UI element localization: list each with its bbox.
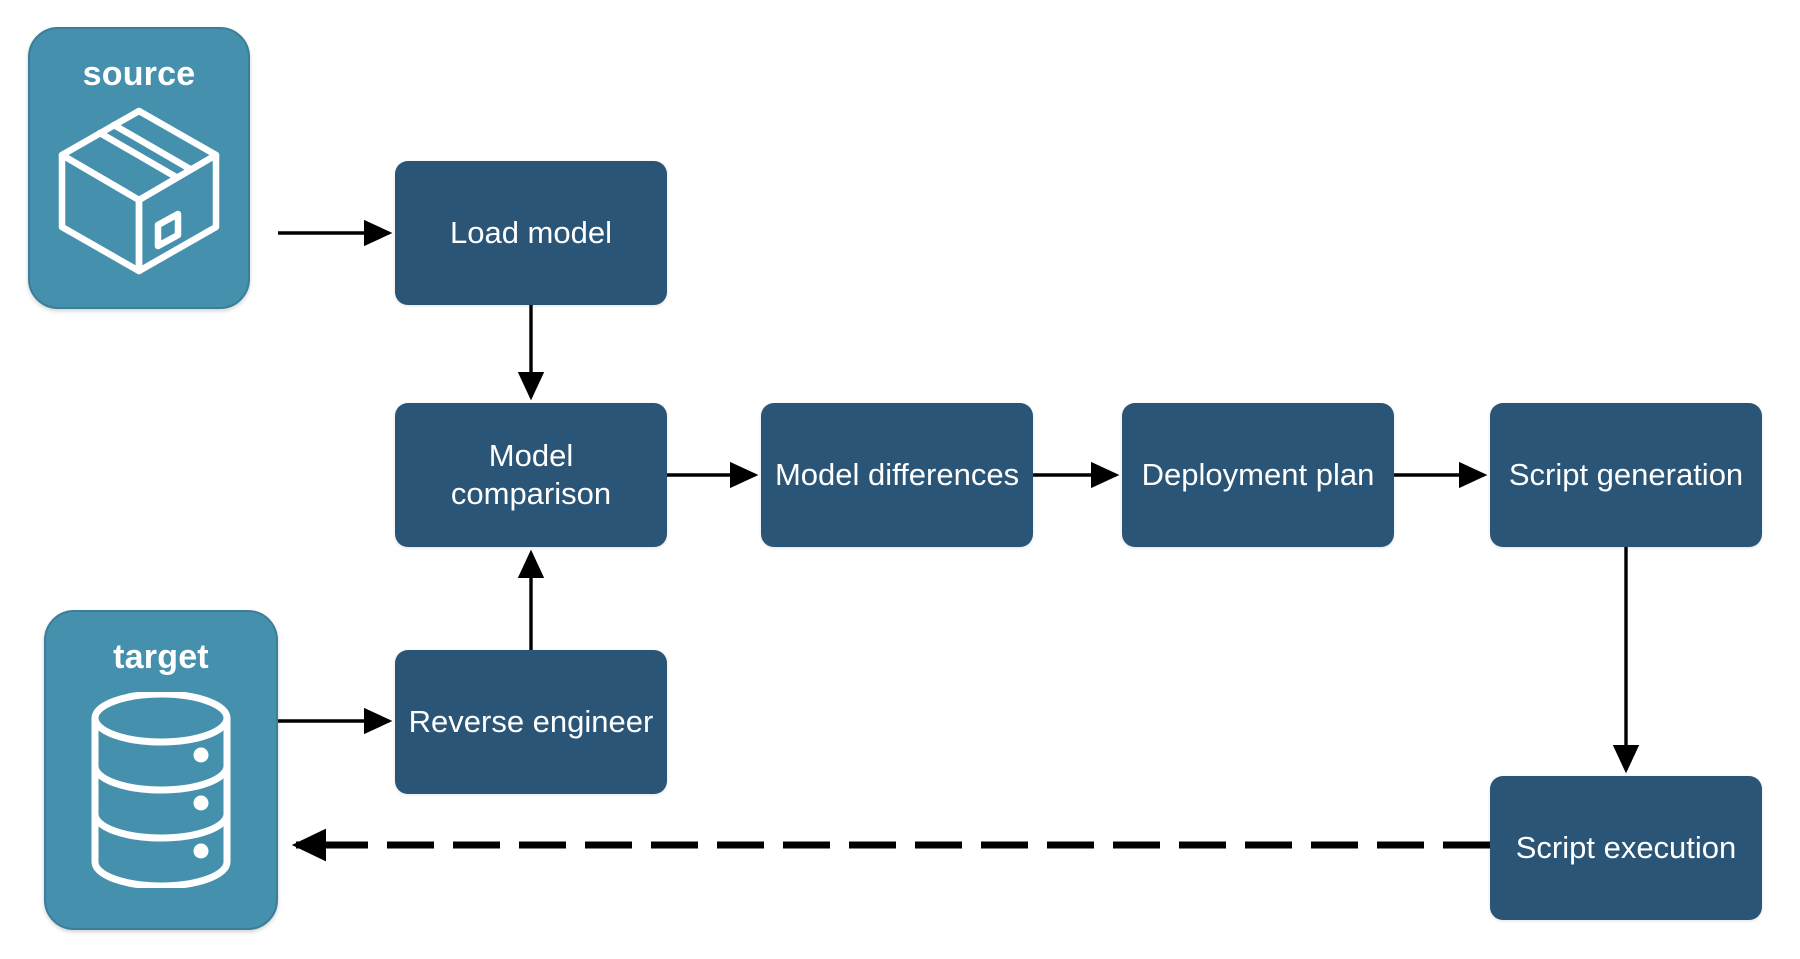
process-box-reverse-engineer[interactable]: Reverse engineer [395,650,667,794]
endpoint-target-label: target [113,638,209,676]
endpoint-source[interactable]: source [28,27,250,309]
process-box-model-differences[interactable]: Model differences [761,403,1033,547]
package-box-icon [54,105,224,282]
process-box-model-comparison[interactable]: Model comparison [395,403,667,547]
process-box-script-generation[interactable]: Script generation [1490,403,1762,547]
process-box-deployment-plan[interactable]: Deployment plan [1122,403,1394,547]
endpoint-target[interactable]: target [44,610,278,930]
database-cylinder-icon [83,690,239,893]
process-box-script-execution[interactable]: Script execution [1490,776,1762,920]
process-box-load-model[interactable]: Load model [395,161,667,305]
endpoint-source-label: source [82,55,196,93]
